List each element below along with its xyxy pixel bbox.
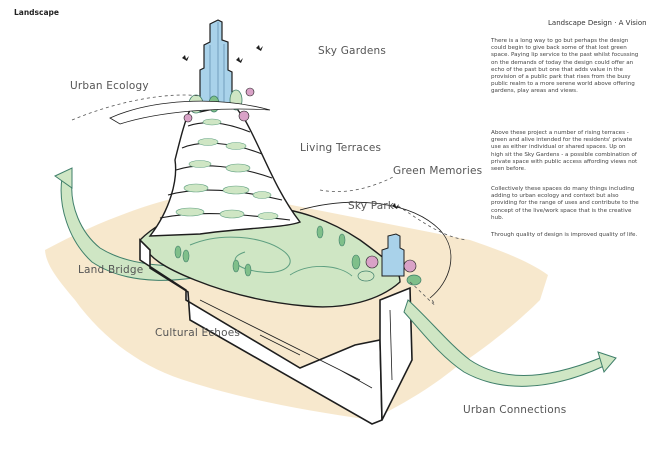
dashed-path-green-memories <box>319 175 396 192</box>
terrace-greens <box>175 118 279 220</box>
section-heading: Landscape <box>14 8 59 17</box>
label-sky-park: Sky Park <box>348 200 395 212</box>
arrow-head-left <box>54 167 73 189</box>
label-living-terraces: Living Terraces <box>300 142 382 154</box>
body-paragraph-1: There is a long way to go but perhaps th… <box>491 38 639 95</box>
label-sky-gardens: Sky Gardens <box>318 45 387 57</box>
sky-park-planting <box>357 255 422 286</box>
label-urban-connections: Urban Connections <box>463 404 567 416</box>
sky-park-tower <box>381 233 405 277</box>
dashed-path-upper <box>71 94 201 121</box>
label-urban-ecology: Urban Ecology <box>70 80 149 92</box>
building-side <box>379 286 413 421</box>
arrow-head-right <box>597 351 617 374</box>
dashed-path-lower <box>409 281 436 306</box>
ground-swirl <box>299 201 452 299</box>
tower-lines <box>209 22 225 110</box>
body-paragraph-2: Above these project a number of rising t… <box>491 130 638 173</box>
deck-swirl-2 <box>289 265 353 277</box>
label-green-memories: Green Memories <box>393 165 483 177</box>
deck-trees <box>174 225 361 277</box>
building-lines <box>199 299 393 389</box>
body-paragraph-4: Through quality of design is improved qu… <box>491 232 638 238</box>
body-paragraph-3: Collectively these spaces do many things… <box>491 186 639 221</box>
terraces-pyramid <box>148 91 302 237</box>
page-title: Landscape Design · A Vision <box>548 19 647 27</box>
urban-ecology-arc <box>109 100 271 125</box>
label-land-bridge: Land Bridge <box>78 264 144 276</box>
dashed-path-sky-park <box>397 205 467 241</box>
label-cultural-echoes: Cultural Echoes <box>155 327 241 339</box>
